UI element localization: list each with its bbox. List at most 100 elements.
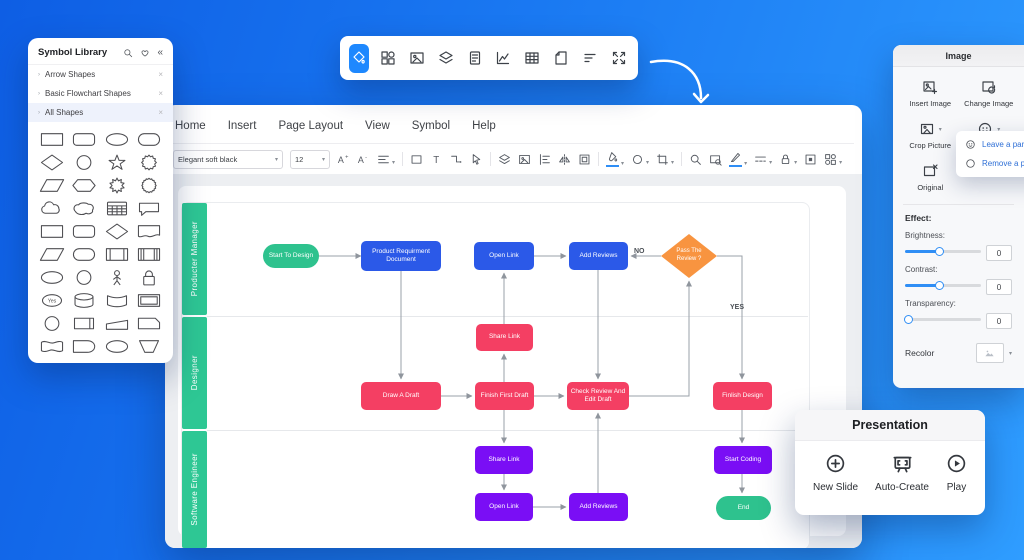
shape-rect[interactable]: [36, 128, 68, 151]
flow-node-finlish-design[interactable]: Finlish Design: [713, 382, 772, 410]
popup-item-leave-a-part[interactable]: Leave a part: [956, 135, 1024, 154]
shape-circle[interactable]: [36, 312, 68, 335]
close-icon[interactable]: ×: [158, 70, 163, 79]
flow-node-start-to-design[interactable]: Start To Design: [263, 244, 319, 268]
shape-color-icon[interactable]: ▾: [631, 153, 649, 166]
align-objects-icon[interactable]: [538, 153, 551, 166]
focus-mode-icon[interactable]: [804, 153, 817, 166]
shape-lock[interactable]: [133, 266, 165, 289]
shape-wave-flag[interactable]: [36, 335, 68, 358]
shape-cylinder[interactable]: [68, 289, 100, 312]
recolor-thumbnail[interactable]: [975, 343, 1004, 363]
flow-node-share-link[interactable]: Share Link: [476, 324, 533, 351]
shape-hexagon[interactable]: [68, 174, 100, 197]
flip-horizontal-icon[interactable]: [558, 153, 571, 166]
shape-right-trapezoid[interactable]: [101, 312, 133, 335]
flow-node-check-review-and-edit-draft[interactable]: Check Review And Edit Draft: [567, 382, 629, 410]
fill-tool-icon[interactable]: [349, 43, 369, 73]
shape-speech-bubble[interactable]: [133, 197, 165, 220]
shape-clipped-rect[interactable]: [133, 312, 165, 335]
shape-tagged-rect[interactable]: [68, 312, 100, 335]
flow-node-add-reviews[interactable]: Add Reviews: [569, 493, 628, 521]
lock-icon[interactable]: ▾: [779, 153, 797, 166]
shape-seal[interactable]: [133, 151, 165, 174]
flow-node-open-link[interactable]: Open Link: [475, 493, 533, 521]
image-icon[interactable]: [407, 44, 427, 73]
new-slide-button[interactable]: New Slide: [813, 453, 858, 493]
frame-icon[interactable]: [578, 153, 591, 166]
lane-header-designer[interactable]: Designer: [182, 317, 207, 429]
symbol-group-basic-flowchart-shapes[interactable]: ›Basic Flowchart Shapes×: [28, 84, 173, 103]
flow-node-start-coding[interactable]: Start Coding: [714, 446, 772, 474]
text-align-icon[interactable]: ▾: [377, 153, 395, 166]
slider-value[interactable]: 0: [986, 245, 1012, 261]
shape-stadium[interactable]: [68, 243, 100, 266]
pointer-tool-icon[interactable]: [470, 153, 483, 166]
original-button[interactable]: Original: [901, 163, 960, 192]
shape-curved-rect[interactable]: [101, 289, 133, 312]
close-icon[interactable]: ×: [158, 108, 163, 117]
popup-item-remove-a-part[interactable]: Remove a part: [956, 154, 1024, 173]
shape-person[interactable]: [101, 266, 133, 289]
menu-symbol[interactable]: Symbol: [411, 120, 451, 132]
line-style-icon[interactable]: ▾: [755, 156, 773, 166]
shape-rounded-rect[interactable]: [68, 220, 100, 243]
shape-blob[interactable]: [68, 197, 100, 220]
flow-node-finish-first-draft[interactable]: Finish First Draft: [475, 382, 534, 410]
shape-parallelogram[interactable]: [36, 174, 68, 197]
menu-home[interactable]: Home: [175, 120, 206, 132]
table-icon[interactable]: [522, 44, 542, 73]
crop-picture-button[interactable]: ▾Crop Picture: [909, 123, 952, 150]
slider-track[interactable]: [904, 314, 981, 324]
flow-node-draw-a-draft[interactable]: Draw A Draft: [361, 382, 441, 410]
shape-rounded-rect[interactable]: [68, 128, 100, 151]
text-tool-icon[interactable]: T: [430, 153, 443, 166]
shape-rect[interactable]: [36, 220, 68, 243]
pen-color-icon[interactable]: ▾: [729, 151, 747, 167]
search-icon[interactable]: [689, 153, 702, 166]
menu-insert[interactable]: Insert: [227, 120, 257, 132]
chevron-down-icon[interactable]: ▾: [1008, 350, 1012, 357]
layers-icon[interactable]: [498, 153, 511, 166]
search-icon[interactable]: [123, 48, 133, 58]
shape-stadium[interactable]: [133, 128, 165, 151]
shape-parallelogram[interactable]: [36, 243, 68, 266]
shape-diamond[interactable]: [101, 220, 133, 243]
shape-scallop[interactable]: [133, 174, 165, 197]
slider-value[interactable]: 0: [986, 279, 1012, 295]
shape-predefined-process[interactable]: [101, 243, 133, 266]
shape-ellipse[interactable]: [101, 128, 133, 151]
crop-icon[interactable]: ▾: [656, 153, 674, 166]
shape-double-side-rect[interactable]: [133, 243, 165, 266]
symbol-group-all-shapes[interactable]: ›All Shapes×: [28, 103, 173, 122]
shape-ellipse[interactable]: [36, 266, 68, 289]
shape-tool-icon[interactable]: [410, 153, 423, 166]
shape-document[interactable]: [133, 220, 165, 243]
picture-icon[interactable]: [518, 153, 531, 166]
shape-inv-trapezoid[interactable]: [133, 335, 165, 358]
chart-icon[interactable]: [494, 44, 514, 73]
font-family-select[interactable]: Elegant soft black ▾: [173, 149, 283, 169]
arrange-icon[interactable]: ▾: [824, 153, 842, 166]
slider-value[interactable]: 0: [986, 313, 1012, 329]
layers-icon[interactable]: [436, 44, 456, 73]
shape-star[interactable]: [101, 151, 133, 174]
shapes-grid-icon[interactable]: [378, 44, 398, 73]
menu-view[interactable]: View: [365, 120, 390, 132]
symbol-group-arrow-shapes[interactable]: ›Arrow Shapes×: [28, 65, 173, 84]
slider-thumb[interactable]: [935, 246, 945, 256]
flow-node-end[interactable]: End: [716, 496, 771, 520]
fill-color-icon[interactable]: ▾: [606, 151, 624, 167]
shape-circle[interactable]: [68, 266, 100, 289]
font-size-select[interactable]: 12 ▾: [290, 149, 330, 169]
menu-page-layout[interactable]: Page Layout: [278, 120, 344, 132]
slider-track[interactable]: [905, 280, 981, 290]
slider-thumb[interactable]: [935, 280, 945, 290]
shape-note-table[interactable]: [101, 197, 133, 220]
shape-circle[interactable]: [68, 151, 100, 174]
shape-framed-rect[interactable]: [133, 289, 165, 312]
fit-screen-icon[interactable]: [609, 44, 629, 73]
slider-thumb[interactable]: [904, 314, 914, 324]
shape-burst[interactable]: [101, 174, 133, 197]
